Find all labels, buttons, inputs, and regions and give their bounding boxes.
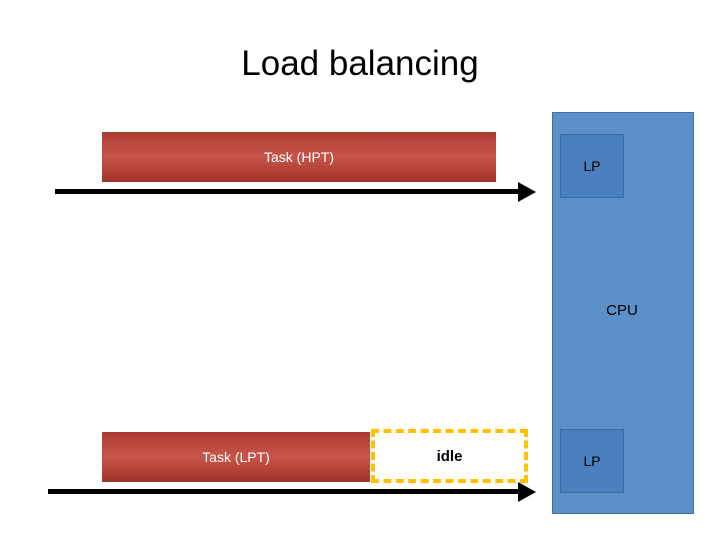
timeline-axis-bottom bbox=[48, 489, 520, 494]
timeline-arrow-top-icon bbox=[518, 182, 536, 202]
idle-region: idle bbox=[371, 429, 528, 483]
lp-box-bottom: LP bbox=[560, 429, 624, 493]
cpu-label: CPU bbox=[606, 302, 638, 319]
lp-box-bottom-label: LP bbox=[583, 453, 601, 469]
lp-box-top: LP bbox=[560, 134, 624, 198]
page-title: Load balancing bbox=[241, 44, 479, 83]
task-bar-hpt-label: Task (HPT) bbox=[264, 149, 334, 165]
task-bar-hpt: Task (HPT) bbox=[102, 132, 496, 182]
task-bar-lpt-label: Task (LPT) bbox=[202, 449, 270, 465]
timeline-axis-top bbox=[55, 189, 520, 194]
timeline-arrow-bottom-icon bbox=[518, 482, 536, 502]
idle-label: idle bbox=[436, 447, 463, 465]
task-bar-lpt: Task (LPT) bbox=[102, 432, 370, 482]
lp-box-top-label: LP bbox=[583, 158, 601, 174]
